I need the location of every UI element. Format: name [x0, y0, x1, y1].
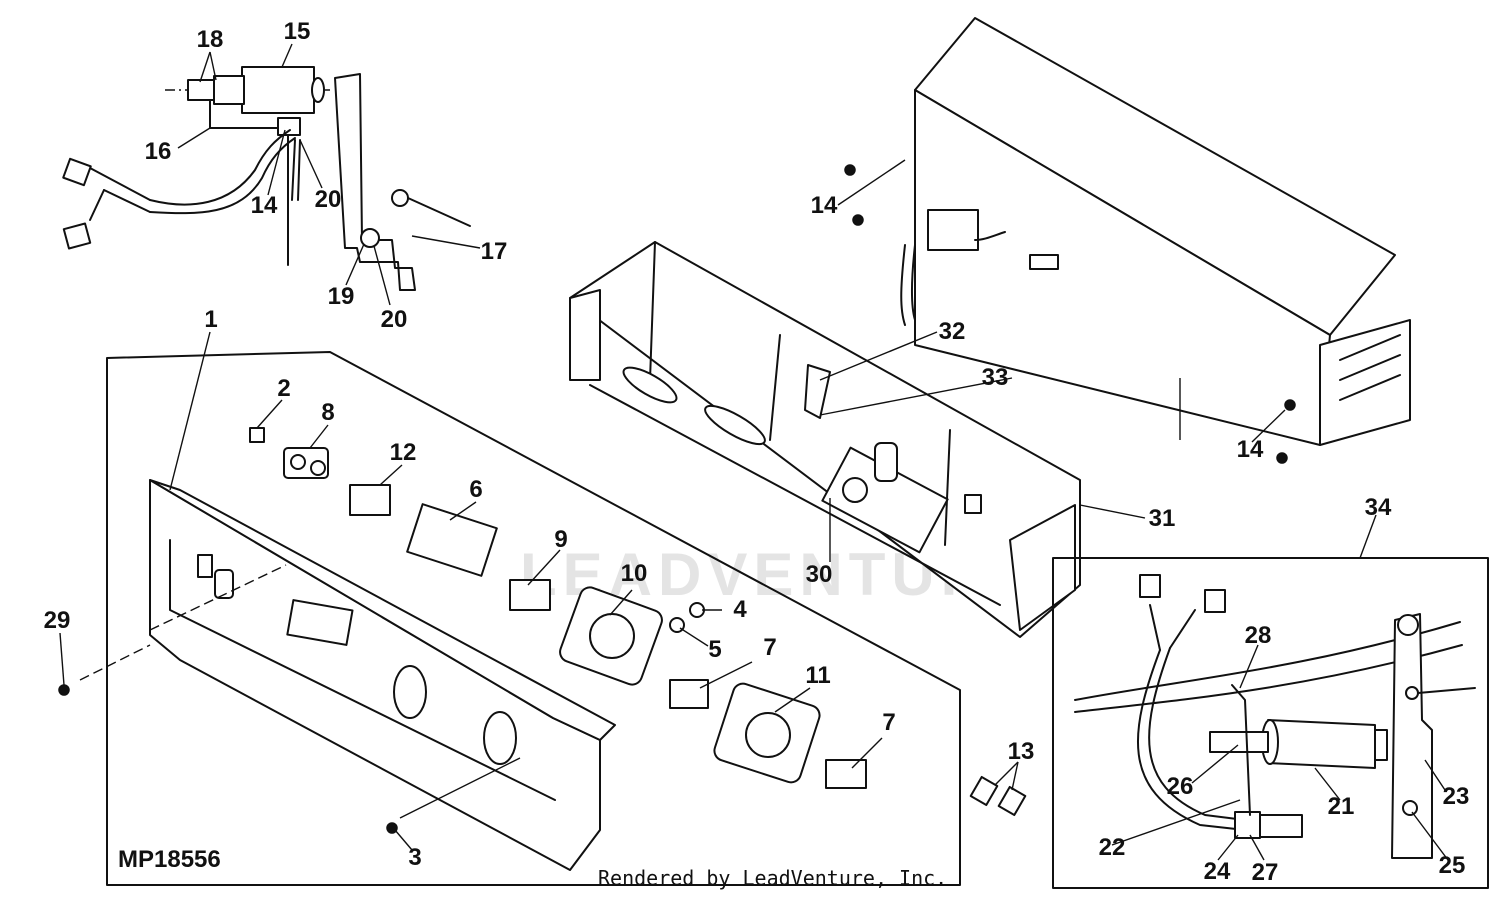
leader-lines [59, 43, 1449, 861]
solenoid-assembly-top [62, 66, 471, 291]
control-panel-group [58, 351, 1027, 886]
callout-7: 7 [882, 709, 896, 736]
callout-15: 15 [283, 18, 311, 45]
callout-17: 17 [480, 238, 508, 265]
callout-14: 14 [1236, 436, 1264, 463]
callout-4: 4 [733, 596, 747, 623]
callout-10: 10 [620, 560, 648, 587]
callout-9: 9 [554, 526, 568, 553]
detail-box-34 [1052, 557, 1489, 889]
callout-34: 34 [1364, 494, 1392, 521]
callout-12: 12 [389, 439, 417, 466]
callout-29: 29 [43, 607, 71, 634]
callout-3: 3 [408, 844, 422, 871]
callout-20: 20 [314, 186, 342, 213]
callout-18: 18 [196, 26, 224, 53]
callout-24: 24 [1203, 858, 1231, 885]
callout-23: 23 [1442, 783, 1470, 810]
callout-16: 16 [144, 138, 172, 165]
callout-26: 26 [1166, 773, 1194, 800]
callout-8: 8 [321, 399, 335, 426]
callout-19: 19 [327, 283, 355, 310]
callout-1: 1 [204, 306, 218, 333]
callout-14: 14 [810, 192, 838, 219]
back-cover [844, 17, 1411, 464]
callout-5: 5 [708, 636, 722, 663]
callout-11: 11 [805, 662, 831, 689]
callout-14: 14 [250, 192, 278, 219]
callout-20: 20 [380, 306, 408, 333]
callout-13: 13 [1007, 738, 1035, 765]
callout-27: 27 [1251, 859, 1279, 886]
callout-22: 22 [1098, 834, 1126, 861]
control-box [569, 241, 1081, 638]
callout-32: 32 [938, 318, 966, 345]
credit-text: Rendered by LeadVenture, Inc. [598, 866, 948, 890]
callout-2: 2 [277, 375, 291, 402]
callout-6: 6 [469, 476, 483, 503]
callout-33: 33 [981, 364, 1009, 391]
callout-21: 21 [1327, 793, 1355, 820]
callout-7: 7 [763, 634, 777, 661]
callout-28: 28 [1244, 622, 1272, 649]
callout-31: 31 [1148, 505, 1176, 532]
figure-code: MP18556 [118, 846, 221, 873]
callout-25: 25 [1438, 852, 1466, 879]
callout-30: 30 [805, 561, 833, 588]
